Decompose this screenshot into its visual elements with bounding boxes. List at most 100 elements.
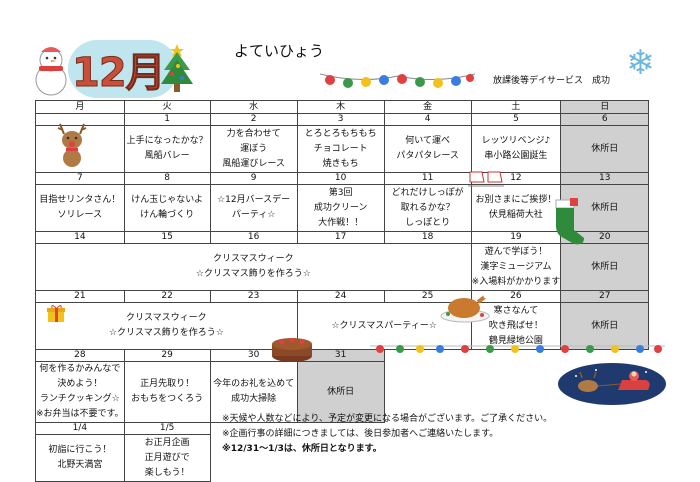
weekday-thu: 木 [296, 100, 385, 114]
weekday-wed: 水 [209, 100, 298, 114]
event-line: ソリレース [57, 210, 103, 220]
event-cell: 第3回成功クリーン大作戦！！ [296, 184, 385, 232]
date-cell: 1/4 [35, 422, 125, 435]
event-row: 目指せリンタさん！ ソリレース けん玉じゃないよけん輪づくり ☆12月バースデーパ… [35, 184, 650, 232]
christmas-party-event: ☆クリスマスパーティー☆ [331, 320, 437, 331]
date-cell: 21 [35, 290, 125, 303]
christmas-party-cell: ☆クリスマスパーティー☆ [296, 302, 472, 350]
date-cell: 29 [123, 349, 211, 362]
date-cell: 28 [35, 349, 125, 362]
date-row: 1/4 1/5 [35, 422, 649, 435]
date-cell: 7 [35, 172, 125, 185]
date-cell: 9 [209, 172, 298, 185]
gift-icon [47, 305, 65, 322]
event-line: とろとろもちもち [304, 128, 377, 139]
event-cell: ☆12月バースデーパーティ☆ [209, 184, 298, 232]
snowflake-icon: ❄ [626, 43, 655, 83]
date-cell: 1/5 [123, 422, 211, 435]
cake-icon [272, 332, 312, 362]
event-cell: 正月先取り！ おもちをつくろう [123, 361, 211, 423]
event-cell: 上手になったかな？風船バレー [123, 125, 211, 173]
event-row: 初詣に行こう！ 北野天満宮 お正月企画正月遊びで楽しもう！ [35, 434, 649, 482]
date-cell: 18 [383, 231, 472, 244]
date-row: 21 22 23 24 25 26 27 [35, 290, 650, 303]
holiday-cell: 休所日 [560, 125, 650, 173]
event-line: お正月企画 [144, 437, 190, 448]
event-line: パーティ☆ [231, 210, 276, 220]
christmas-week-banner: クリスマスウィーク ☆クリスマス飾りを作ろう☆ [35, 302, 298, 350]
holiday-cell: 休所日 [560, 302, 650, 350]
event-line: けん輪づくり [140, 210, 195, 220]
event-cell: 遊んで学ぼう！漢字ミュージアム※入場料がかかります [470, 243, 562, 291]
event-line: 初詣に行こう！ [48, 445, 112, 455]
holiday-cell: 休所日 [560, 243, 650, 291]
date-cell: 11 [383, 172, 472, 185]
month-title: 12月 [72, 50, 167, 97]
event-line: 何を作るかみんなで [39, 364, 121, 374]
event-line: 風船運びレース [222, 158, 285, 169]
event-line: おもちをつくろう [131, 394, 204, 404]
weekday-sun: 日 [560, 100, 650, 114]
event-line: 運ぼう [240, 143, 268, 154]
date-cell: 6 [560, 113, 650, 126]
event-line: 漢字ミュージアム [480, 261, 552, 272]
stocking-icon [555, 198, 584, 245]
event-line: 目指せリンタさん！ [39, 195, 121, 205]
event-line: 吹き飛ばせ！ [488, 320, 543, 331]
date-cell: 16 [209, 231, 298, 244]
weekday-fri: 金 [383, 100, 472, 114]
event-line: 決めよう！ [57, 379, 103, 389]
date-cell: 1 [123, 113, 211, 126]
event-cell: どれだけしっぽが取れるかな？ しっぽとり [383, 184, 472, 232]
event-cell: とろとろもちもちチョコレート焼きもち [296, 125, 385, 173]
event-line: 正月先取り！ [140, 379, 195, 389]
event-line: 正月遊びで [144, 452, 190, 463]
event-line: けん玉じゃないよ [131, 195, 204, 205]
event-cell: レッツリベンジ♪串小路公園誕生 [470, 125, 562, 173]
event-line: 串小路公園誕生 [484, 151, 548, 161]
event-line: 伏見稲荷大社 [488, 210, 543, 220]
event-row: 上手になったかな？風船バレー 力を合わせて運ぼう風船運びレース とろとろもちもち… [35, 125, 650, 173]
event-row: クリスマスウィーク ☆クリスマス飾りを作ろう☆ 遊んで学ぼう！漢字ミュージアム※… [35, 243, 650, 291]
event-line: 寒さなんて [493, 305, 539, 316]
reindeer-icon [57, 123, 87, 167]
month-badge-background [68, 40, 178, 98]
event-line: 北野天満宮 [57, 460, 103, 470]
date-cell: 10 [296, 172, 385, 185]
event-line: 休所日 [591, 202, 619, 213]
event-line: どれだけしっぽが [391, 187, 464, 198]
event-cell: 力を合わせて運ぼう風船運びレース [209, 125, 298, 173]
event-line: 力を合わせて [226, 128, 281, 139]
date-cell: 22 [123, 290, 211, 303]
event-line: 焼きもち [322, 158, 359, 169]
event-line: 楽しもう！ [144, 467, 190, 478]
christmas-decoration-event: ☆クリスマス飾りを作ろう☆ [195, 269, 311, 279]
date-cell: 14 [35, 231, 125, 244]
event-line: しっぽとり [405, 217, 451, 228]
christmas-decoration-event: ☆クリスマス飾りを作ろう☆ [108, 328, 224, 338]
date-row: 14 15 16 17 18 19 20 [35, 231, 650, 244]
event-line: 大作戦！！ [318, 217, 364, 228]
event-cell: 何いて運べパタパタレース [383, 125, 472, 173]
event-row: 何を作るかみんなで決めよう！ランチクッキング☆※お弁当は不要です。 正月先取り！… [35, 361, 649, 423]
santa-sleigh-icon [558, 363, 666, 405]
date-cell: 27 [560, 290, 650, 303]
event-line: 取れるかな？ [400, 202, 455, 213]
event-cell: 何を作るかみんなで決めよう！ランチクッキング☆※お弁当は不要です。 [35, 361, 125, 423]
event-line: 風船バレー [144, 151, 190, 161]
event-line: チョコレート [313, 143, 368, 154]
christmas-week-banner: クリスマスウィーク ☆クリスマス飾りを作ろう☆ [35, 243, 472, 291]
weekday-sat: 土 [470, 100, 562, 114]
note-item: ※企画行事の詳細につきましては、後日参加者へご連絡いたします。 [222, 429, 499, 439]
event-line: 成功大掃除 [231, 394, 277, 404]
date-cell: 17 [296, 231, 385, 244]
event-cell: 初詣に行こう！ 北野天満宮 [35, 434, 125, 482]
event-line: 鶴見緑地公園 [488, 335, 543, 346]
event-cell: 今年のお礼を込めて成功大掃除 [209, 361, 298, 423]
event-cell: 目指せリンタさん！ ソリレース [35, 184, 125, 232]
skates-icon [468, 171, 504, 187]
event-line: 今年のお礼を込めて [213, 379, 295, 389]
ornament-garland-icon [320, 73, 475, 88]
date-cell: 2 [209, 113, 298, 126]
event-cell: 寒さなんて吹き飛ばせ！ 鶴見緑地公園 [470, 302, 562, 350]
